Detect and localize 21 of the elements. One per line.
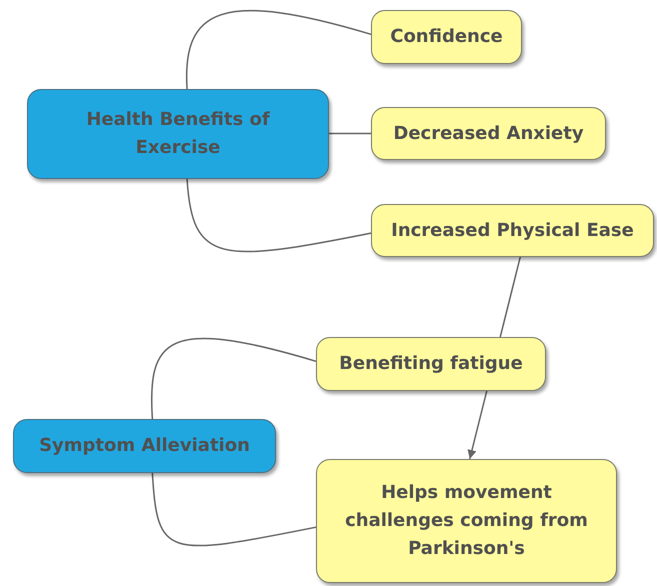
subtopic-box [371,107,606,160]
node-label: Increased Physical Ease [391,218,634,243]
node-label: Benefiting fatigue [339,352,523,376]
node-label: Helps movement challenges coming from Parkinson's [344,481,589,561]
node-label: Symptom Alleviation [39,434,250,458]
connector-line [150,338,316,420]
connector-line [152,472,316,546]
node-label: Confidence [390,25,503,50]
node-label: Decreased Anxiety [393,122,584,146]
arrow [468,390,488,460]
connector-line [186,178,372,252]
connector-line [500,256,521,338]
connector-line [186,10,372,90]
node-label: Health Benefits of Exercise [85,108,271,160]
subtopic-box [371,10,522,64]
subtopic-box [316,337,546,391]
topic-box [27,89,329,179]
subtopic-box [371,204,654,257]
connector-line [329,132,371,134]
topic-box [13,419,276,473]
subtopic-box [316,459,617,583]
